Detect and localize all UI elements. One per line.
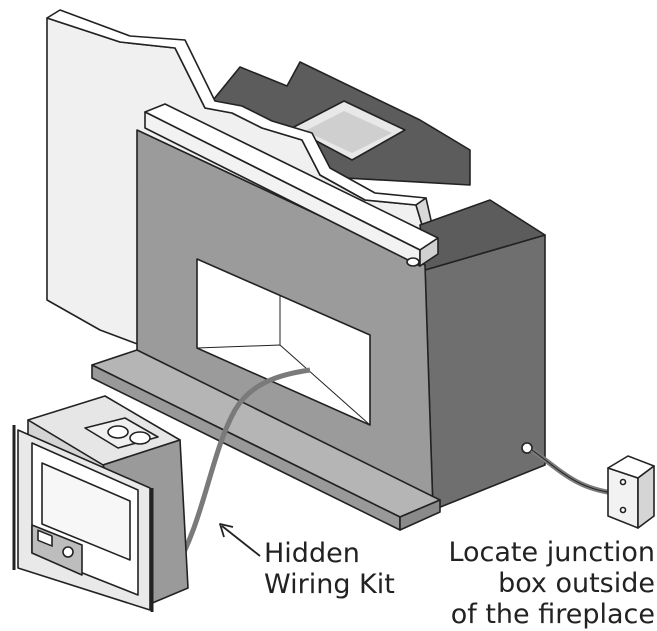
wiring-kit-label: Hidden Wiring Kit (264, 538, 395, 600)
junction-box-label-line-2: box outside (498, 568, 655, 599)
wiring-kit-arrow (221, 525, 261, 557)
hearth-end (399, 499, 441, 531)
hidden-wiring-cable (169, 367, 311, 577)
mantel-bracket (406, 257, 420, 267)
junction-box-side (637, 465, 655, 529)
wiring-kit-label-line-2: Wiring Kit (264, 569, 395, 600)
firebox-side (424, 234, 546, 511)
junction-box-label-line-3: of the fireplace (450, 599, 655, 630)
supply-cable (530, 447, 615, 496)
junction-box-label: Locate junction box outside of the firep… (448, 537, 655, 630)
wiring-kit-arrowhead (219, 523, 234, 538)
wiring-kit-label-line-1: Hidden (264, 538, 360, 569)
knockout-hole (521, 442, 533, 454)
junction-box-label-line-1: Locate junction (448, 537, 655, 568)
fireplace-insert (12, 395, 189, 612)
mantel-end (419, 237, 439, 267)
flue-inner (305, 111, 392, 153)
